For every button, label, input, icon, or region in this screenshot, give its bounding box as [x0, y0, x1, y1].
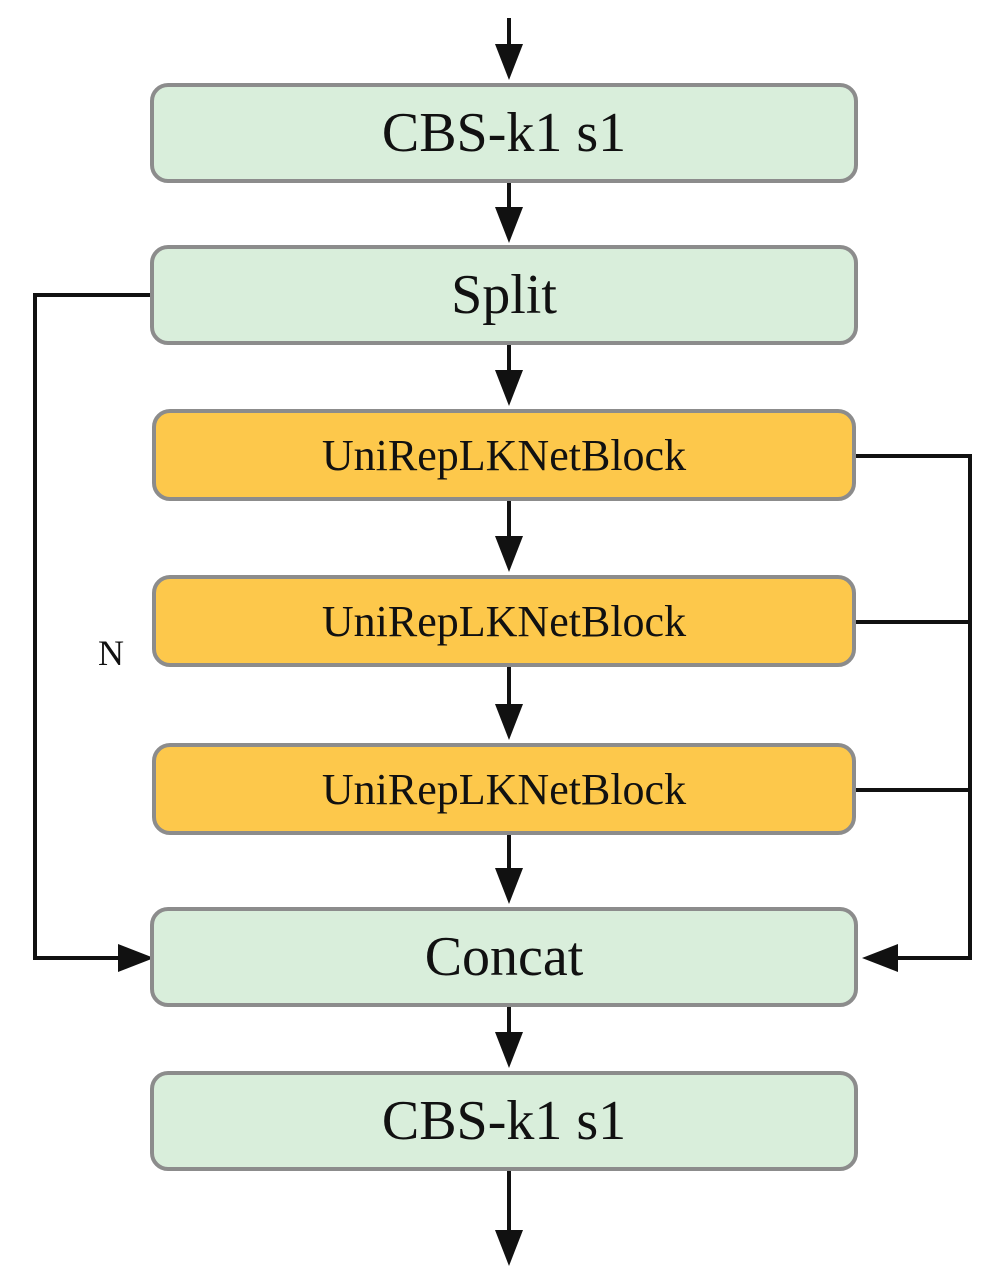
arrowhead-block3-to-concat: [495, 868, 523, 904]
unireplknet-block-1: UniRepLKNetBlock: [152, 409, 856, 501]
block-3-label: UniRepLKNetBlock: [321, 764, 687, 814]
arrowhead-input: [495, 44, 523, 80]
cbs-bottom-label: CBS-k1 s1: [381, 1090, 627, 1152]
arrowhead-cbs-to-split: [495, 207, 523, 243]
arrowhead-block1-to-block2: [495, 536, 523, 572]
arrowhead-output: [495, 1230, 523, 1266]
arrowhead-concat-to-cbs: [495, 1032, 523, 1068]
block-2-label: UniRepLKNetBlock: [321, 596, 687, 646]
split-bypass-line: [33, 293, 150, 960]
arrowhead-blocks-to-concat: [862, 944, 898, 972]
cbs-bottom-box: CBS-k1 s1: [150, 1071, 858, 1171]
split-label: Split: [451, 264, 557, 326]
arrowhead-block2-to-block3: [495, 704, 523, 740]
concat-box: Concat: [150, 907, 858, 1007]
cbs-top-box: CBS-k1 s1: [150, 83, 858, 183]
block1-side-line: [856, 454, 972, 960]
repeat-count-label: N: [98, 633, 124, 673]
split-box: Split: [150, 245, 858, 345]
unireplknet-block-2: UniRepLKNetBlock: [152, 575, 856, 667]
block-1-label: UniRepLKNetBlock: [321, 430, 687, 480]
cbs-top-label: CBS-k1 s1: [381, 102, 627, 164]
concat-label: Concat: [424, 926, 584, 988]
arrowhead-split-to-block1: [495, 370, 523, 406]
unireplknet-block-3: UniRepLKNetBlock: [152, 743, 856, 835]
arrowhead-split-to-concat: [118, 944, 154, 972]
